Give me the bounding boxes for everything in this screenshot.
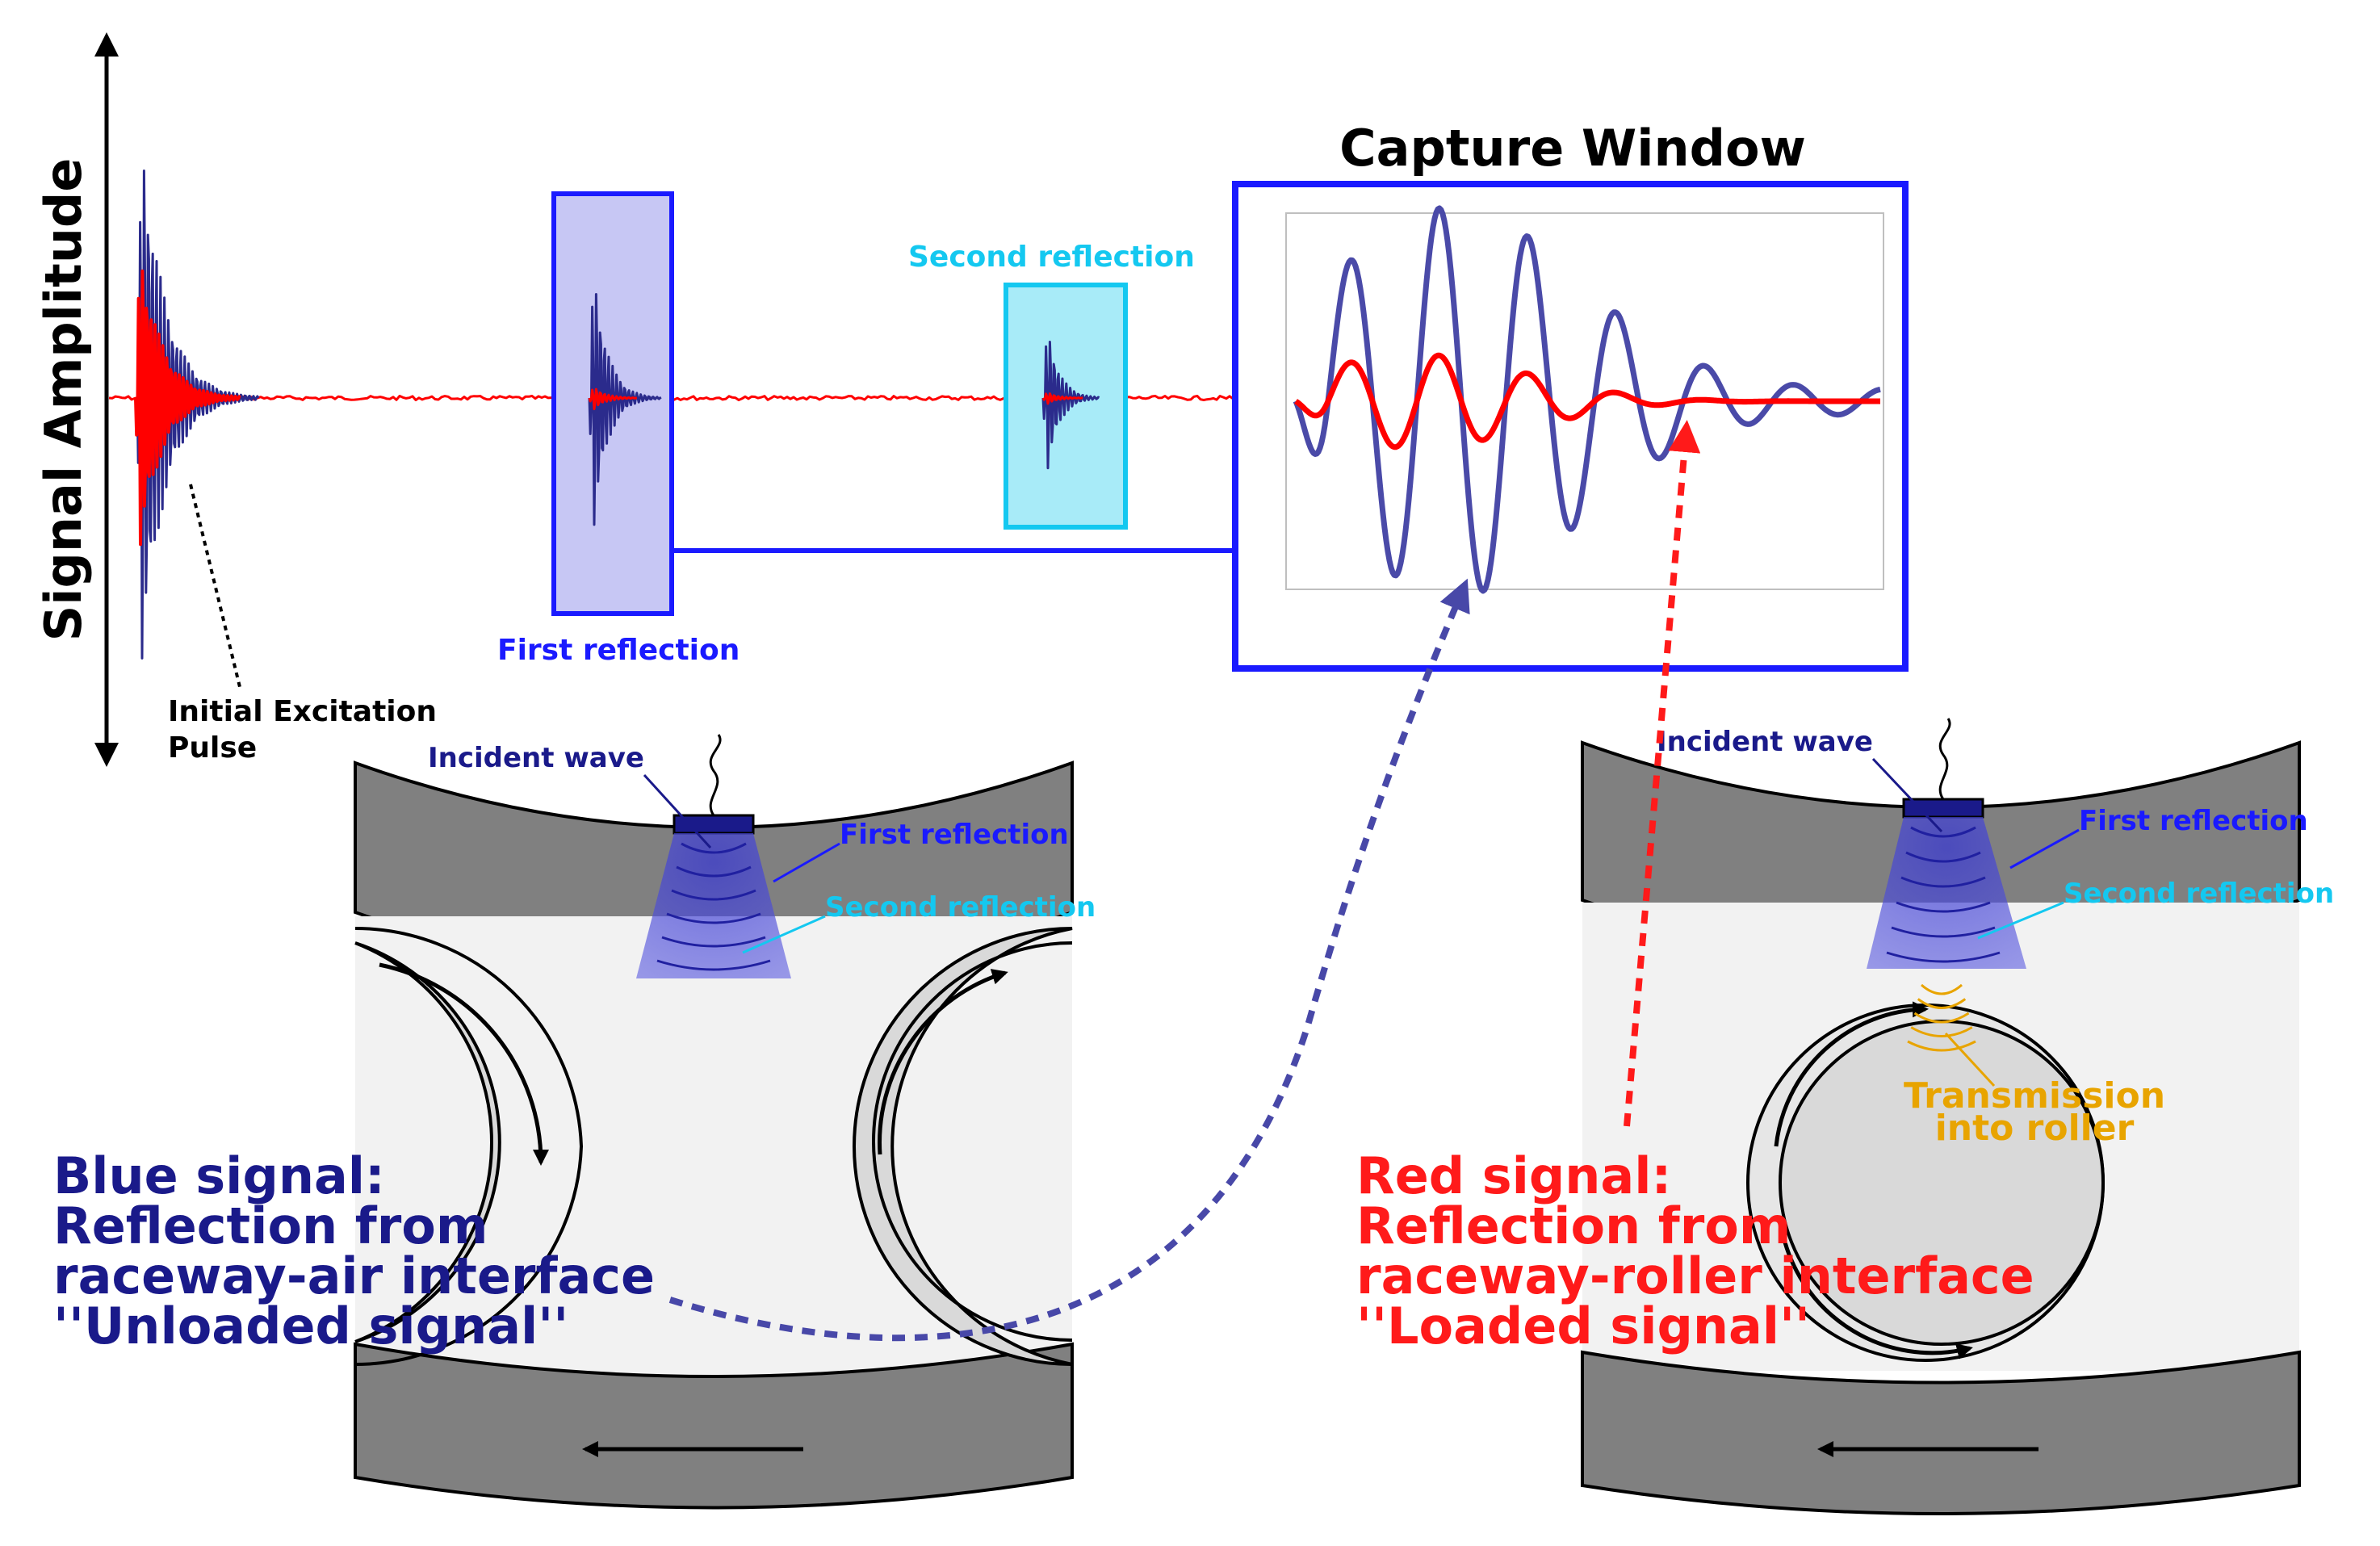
right-wavefront-5 — [1886, 951, 2001, 963]
left-transducer-cable — [709, 734, 722, 816]
second-reflection-label: Second reflection — [908, 241, 1195, 274]
first-reflection-blue-trace — [588, 293, 662, 526]
left-incident-wave-label: Incident wave — [428, 742, 644, 774]
left-roller-right-ring — [872, 941, 1073, 1342]
right-wavefront-0 — [1910, 826, 1976, 838]
right-beam-wavefronts — [1886, 826, 2001, 963]
left-wavefront-5 — [656, 959, 771, 971]
right-wavefront-4 — [1891, 926, 1996, 938]
left-wavefront-0 — [681, 842, 747, 854]
blue-caption-line-4: ''Unloaded signal'' — [53, 1297, 568, 1355]
right-bearing: Transmission into roller Incident wave F… — [1581, 718, 2334, 1515]
red-caption-line-1: Red signal: — [1356, 1146, 1671, 1205]
right-first-reflection-leader — [2009, 828, 2080, 869]
transmission-wavefront-4 — [1907, 1040, 1976, 1052]
second-reflection-blue-trace — [1041, 341, 1100, 470]
red-caption-line-4: ''Loaded signal'' — [1356, 1297, 1810, 1355]
pulse-leader-line — [189, 484, 242, 691]
left-first-reflection-leader — [773, 842, 840, 883]
right-second-reflection-leader — [1977, 901, 2064, 940]
left-wavefront-1 — [676, 865, 752, 878]
capture-window-title: Capture Window — [1339, 119, 1806, 178]
transmission-wavefront-1 — [1917, 998, 1967, 1009]
first-reflection-burst — [588, 293, 662, 526]
capture-blue-unloaded-signal — [1293, 205, 1882, 594]
left-transducer — [673, 814, 755, 835]
blue-caption-line-3: raceway-air interface — [53, 1246, 655, 1305]
right-transducer — [1902, 798, 1984, 819]
right-inner-raceway — [1581, 1350, 2301, 1515]
initial-excitation-pulse — [134, 170, 260, 660]
right-wavefront-3 — [1896, 901, 1991, 913]
right-incident-leader — [1871, 757, 1943, 833]
left-roller-left-rotation — [379, 962, 549, 1166]
transmission-label-2: into roller — [1935, 1108, 2135, 1149]
second-reflection-red-trace — [1041, 392, 1083, 405]
blue-caption-line-1: Blue signal: — [53, 1146, 385, 1205]
transmission-wavefront-2 — [1913, 1012, 1970, 1024]
left-roller-left-ring — [354, 927, 584, 1366]
loaded-signal-arrow — [1624, 420, 1701, 1127]
right-wavefront-2 — [1900, 876, 1986, 888]
left-inner-raceway — [354, 1342, 1074, 1510]
left-first-reflection-label: First reflection — [840, 819, 1069, 851]
right-wavefront-1 — [1905, 851, 1981, 863]
left-beam-wavefronts — [656, 842, 771, 971]
left-second-reflection-label: Second reflection — [825, 891, 1096, 924]
first-reflection-label: First reflection — [497, 634, 740, 667]
pulse-red-trace — [134, 269, 241, 547]
left-roller-left — [354, 941, 501, 1343]
capture-red-loaded-signal — [1294, 352, 1882, 450]
initial-pulse-label-2: Pulse — [168, 731, 257, 765]
left-wavefront-2 — [671, 889, 756, 901]
transmission-leader — [1944, 1032, 1996, 1087]
transmission-wavefronts — [1907, 983, 1976, 1052]
right-roller-rotation-bottom — [1778, 1218, 1973, 1360]
unloaded-signal-arrow — [668, 578, 1470, 1342]
second-reflection-burst — [1041, 341, 1100, 470]
right-second-reflection-label: Second reflection — [2064, 878, 2334, 910]
right-roller-rotation-top — [1774, 1001, 1929, 1147]
right-incident-wave-label: Incident wave — [1657, 726, 1873, 758]
y-axis-label: Signal Amplitude — [34, 158, 93, 642]
left-roller-right-rotation — [878, 969, 1008, 1155]
left-bearing: Incident wave First reflection Second re… — [354, 734, 1096, 1510]
left-second-reflection-leader — [742, 915, 826, 954]
red-caption-line-3: raceway-roller interface — [1356, 1246, 2034, 1305]
blue-caption-line-2: Reflection from — [53, 1196, 488, 1255]
left-wavefront-4 — [661, 936, 766, 948]
left-incident-leader — [643, 773, 712, 849]
left-wavefront-3 — [666, 912, 761, 924]
initial-pulse-label-1: Initial Excitation — [168, 695, 437, 728]
transmission-label-1: Transmission — [1904, 1075, 2165, 1117]
capture-window-signals — [1293, 205, 1882, 594]
right-transducer-cable — [1938, 718, 1951, 800]
first-reflection-red-trace — [588, 388, 638, 411]
transmission-wavefront-0 — [1921, 983, 1963, 995]
right-first-reflection-label: First reflection — [2079, 805, 2308, 837]
red-caption-line-2: Reflection from — [1356, 1196, 1791, 1255]
transmission-wavefront-3 — [1910, 1026, 1973, 1037]
